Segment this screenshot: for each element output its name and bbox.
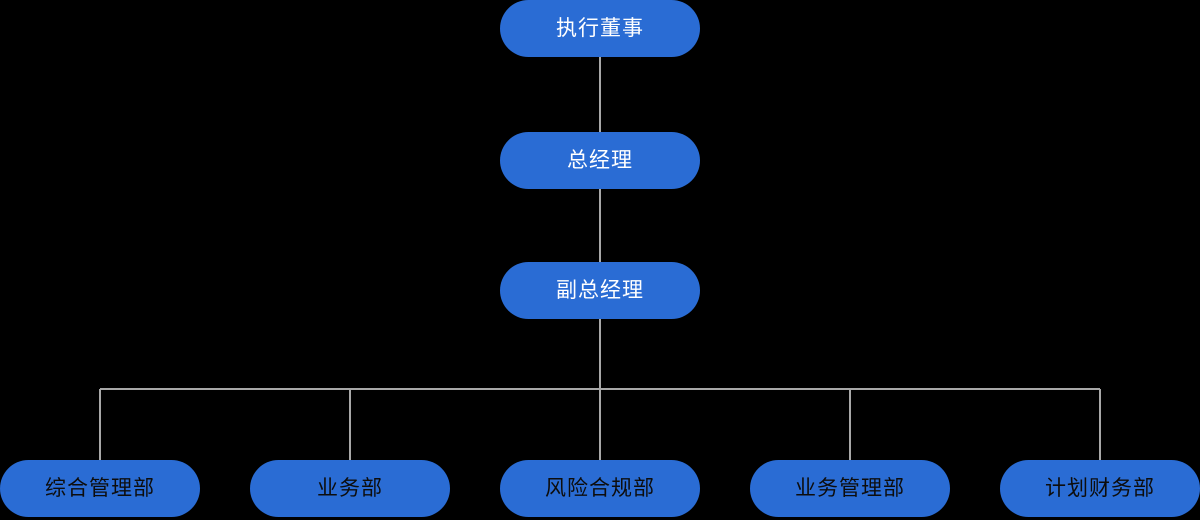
node-label-business-management-dept: 业务管理部 — [795, 476, 905, 500]
node-label-general-manager: 总经理 — [567, 148, 633, 172]
node-label-exec-director: 执行董事 — [556, 16, 644, 40]
node-planning-finance-dept[interactable]: 计划财务部 — [1000, 460, 1200, 517]
node-business-dept[interactable]: 业务部 — [250, 460, 450, 517]
node-exec-director[interactable]: 执行董事 — [500, 0, 700, 57]
node-label-business-dept: 业务部 — [317, 476, 383, 500]
node-label-general-admin-dept: 综合管理部 — [45, 476, 155, 500]
node-general-admin-dept[interactable]: 综合管理部 — [0, 460, 200, 517]
node-risk-compliance-dept[interactable]: 风险合规部 — [500, 460, 700, 517]
node-label-risk-compliance-dept: 风险合规部 — [545, 476, 655, 500]
node-deputy-general-manager[interactable]: 副总经理 — [500, 262, 700, 319]
node-general-manager[interactable]: 总经理 — [500, 132, 700, 189]
node-business-management-dept[interactable]: 业务管理部 — [750, 460, 950, 517]
node-label-planning-finance-dept: 计划财务部 — [1045, 476, 1155, 500]
node-label-deputy-general-manager: 副总经理 — [556, 278, 644, 302]
